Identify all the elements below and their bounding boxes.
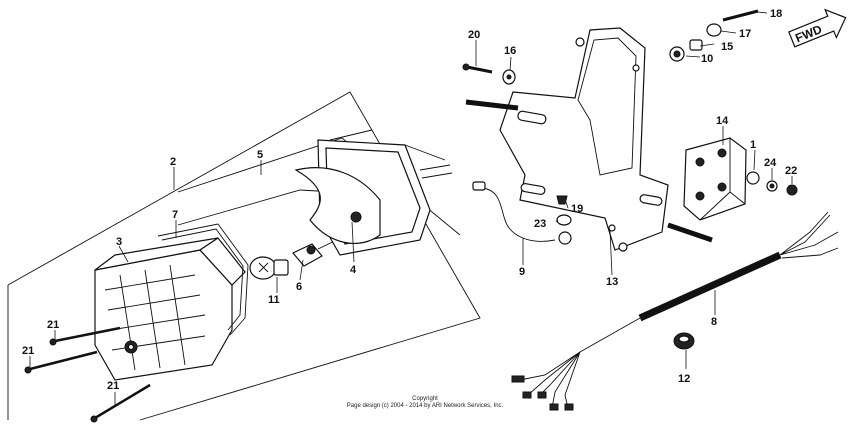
callout-11: 11 [268,294,280,306]
callouts: 1 2 3 4 5 6 7 8 9 10 11 12 13 14 15 16 1… [22,8,797,392]
callout-21-left: 21 [22,345,34,357]
license-bracket [465,27,713,252]
callout-1: 1 [750,139,756,151]
fwd-arrow: FWD [788,8,847,48]
callout-12: 12 [678,373,690,385]
callout-7: 7 [172,209,178,221]
bulb-socket [292,235,346,267]
callout-4: 4 [350,264,357,276]
callout-19: 19 [571,203,583,215]
rubber-damper [683,137,747,221]
taillight-assembly-frame [7,91,481,421]
callout-15: 15 [721,41,733,53]
ground-wire [472,181,572,245]
callout-9: 9 [519,266,525,278]
bulb [249,256,289,280]
taillight-housing [294,129,453,256]
callout-18: 18 [770,8,782,20]
callout-24: 24 [764,157,777,169]
callout-20: 20 [468,29,480,41]
callout-22: 22 [785,165,797,177]
grommet [673,332,695,350]
callout-16: 16 [504,45,516,57]
copyright-line-1: Copyright [412,396,438,402]
leader-lines [29,11,793,405]
callout-23: 23 [534,218,546,230]
screws [24,326,151,423]
callout-8: 8 [711,316,717,328]
callout-3: 3 [116,236,122,248]
copyright-notice: Copyright Page design (c) 2004 - 2014 by… [0,396,850,410]
copyright-line-2: Page design (c) 2004 - 2014 by ARI Netwo… [346,403,504,409]
callout-13: 13 [606,276,618,288]
callout-10: 10 [701,53,713,65]
callout-14: 14 [716,115,729,127]
lens-gasket [157,223,249,336]
callout-21-bottom: 21 [107,380,119,392]
mounting-hardware [462,9,798,226]
wire-harness [511,211,839,411]
callout-5: 5 [257,149,263,161]
callout-17: 17 [739,28,751,40]
callout-21-top: 21 [47,319,59,331]
callout-6: 6 [296,281,302,293]
taillight-lens [94,237,246,381]
callout-2: 2 [170,156,176,168]
